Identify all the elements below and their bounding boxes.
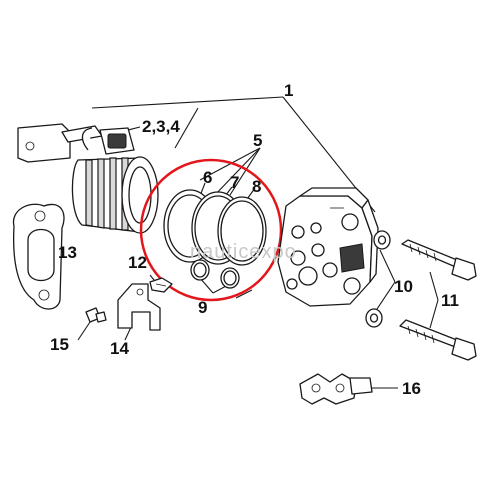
callout-10: 10 bbox=[394, 277, 413, 296]
part-orings-5 bbox=[163, 189, 267, 266]
callout-15: 15 bbox=[50, 335, 69, 354]
callout-2-3-4: 2,3,4 bbox=[142, 117, 180, 136]
part-actuator-assembly bbox=[17, 123, 159, 234]
callout-16: 16 bbox=[402, 379, 421, 398]
callout-5: 5 bbox=[253, 131, 262, 150]
part-washers-10 bbox=[365, 230, 391, 328]
part-clip-12 bbox=[149, 277, 173, 293]
watermark-text: nauticexpo bbox=[190, 241, 297, 263]
callout-1: 1 bbox=[284, 81, 293, 100]
callout-7: 7 bbox=[230, 173, 239, 192]
part-bracket-14 bbox=[117, 283, 161, 331]
callout-8: 8 bbox=[252, 177, 261, 196]
part-gasket-13 bbox=[12, 203, 65, 310]
callout-6: 6 bbox=[203, 168, 212, 187]
leader-lines bbox=[39, 96, 439, 389]
callout-14: 14 bbox=[110, 339, 129, 358]
callout-11: 11 bbox=[441, 291, 459, 310]
part-screw-15 bbox=[85, 307, 107, 323]
part-bolts-11 bbox=[399, 239, 477, 361]
part-small-orings-9 bbox=[190, 259, 240, 289]
part-housing-1 bbox=[277, 187, 379, 307]
callout-12: 12 bbox=[128, 253, 147, 272]
callout-13: 13 bbox=[58, 243, 77, 262]
callout-9: 9 bbox=[198, 298, 207, 317]
highlight-circle bbox=[139, 158, 283, 302]
part-fitting-16 bbox=[299, 373, 373, 405]
callout-labels: 1 2,3,4 5 6 7 8 9 10 11 12 13 14 15 16 bbox=[50, 81, 459, 398]
